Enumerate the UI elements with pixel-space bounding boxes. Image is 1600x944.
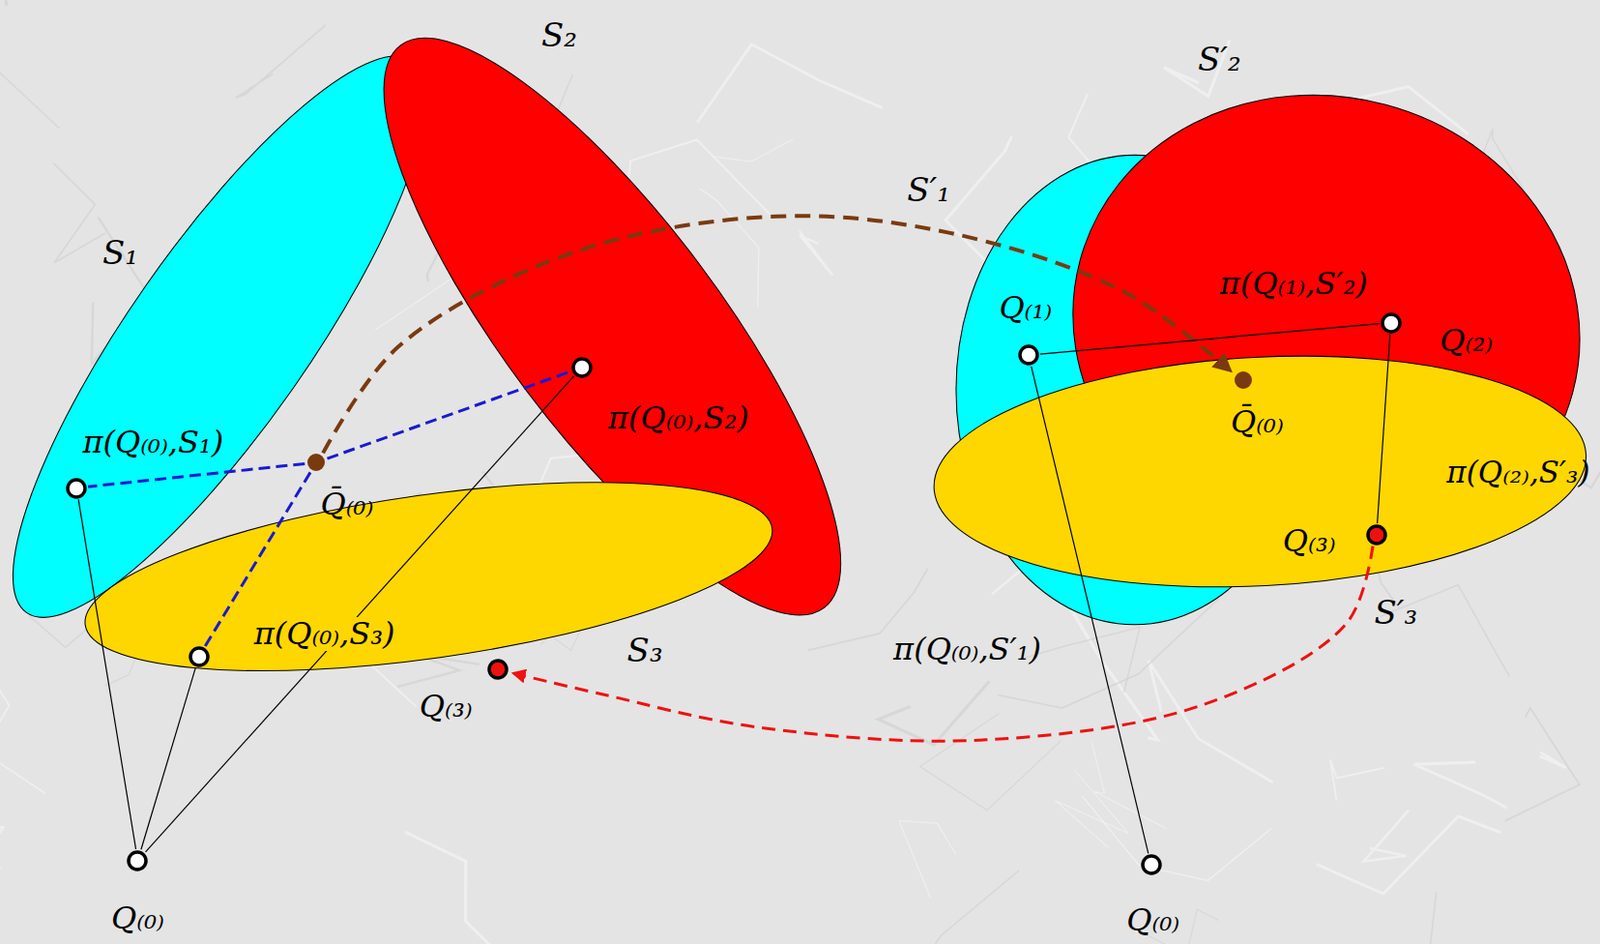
point-dot — [1234, 371, 1252, 389]
point-outline — [126, 849, 148, 872]
set-label: S′₁ — [904, 172, 953, 208]
mapping-arrow — [322, 215, 1230, 453]
point-dot — [1142, 855, 1161, 873]
point-marker: Q₍₂₎ — [1380, 312, 1402, 334]
point-label: Q̄₍₀₎ — [318, 487, 376, 522]
projection-line — [1040, 323, 1380, 355]
point-dot — [1382, 314, 1400, 332]
point-dot — [67, 479, 86, 497]
point-marker: Q₍₃₎ — [1366, 523, 1388, 546]
point-dot — [307, 453, 325, 471]
paper-crease — [0, 0, 7, 52]
paper-crease — [0, 821, 4, 870]
point-outline — [1366, 523, 1388, 546]
point-label: Q₍₃₎ — [1280, 523, 1339, 558]
point-dot — [1367, 525, 1386, 544]
paper-crease — [1316, 815, 1502, 894]
point-outline — [305, 451, 327, 473]
paper-crease — [799, 231, 833, 276]
point-label: π(Q₍₀₎,S₂) — [606, 401, 752, 436]
point-label: π(Q₍₀₎,S₃) — [252, 616, 398, 651]
set-label: π(Q₍₀₎,S′₁) — [891, 632, 1044, 667]
paper-crease — [1540, 751, 1567, 768]
point-marker: π(Q₍₀₎,S₃) — [188, 645, 210, 668]
paper-crease — [235, 25, 326, 98]
point-outline — [1140, 853, 1163, 875]
mapping-arrow — [514, 545, 1373, 741]
paper-crease — [1091, 742, 1167, 829]
paper-crease — [1505, 707, 1580, 821]
point-outline — [1232, 369, 1254, 391]
set-label: π(Q₍₂₎,S′₃) — [1444, 455, 1592, 489]
paper-crease — [899, 820, 957, 899]
paper-crease — [890, 870, 1020, 944]
point-marker: Q̄₍₀₎ — [305, 451, 327, 473]
paper-crease — [697, 44, 883, 123]
point-outline — [487, 658, 509, 680]
point-outline — [1018, 344, 1040, 366]
point-label: π(Q₍₀₎,S₁) — [80, 425, 226, 460]
paper-crease — [1148, 660, 1274, 783]
paper-crease — [0, 0, 60, 129]
point-marker: Q₍₀₎ — [1140, 853, 1163, 875]
point-dot — [190, 647, 208, 666]
paper-crease — [1082, 795, 1272, 880]
set-label: S′₃ — [1372, 594, 1421, 631]
paper-crease — [1363, 810, 1409, 862]
set-region — [73, 447, 784, 706]
point-marker: Q₍₁₎ — [1018, 344, 1040, 366]
point-dot — [1019, 346, 1038, 364]
point-marker: π(Q₍₀₎,S₁) — [65, 477, 88, 499]
paper-crease — [920, 713, 1062, 811]
set-label: π(Q₍₁₎,S′₂) — [1218, 266, 1370, 301]
point-outline — [188, 645, 210, 668]
paper-crease — [53, 163, 106, 263]
point-dot — [128, 851, 146, 870]
paper-crease — [1054, 770, 1129, 848]
set-label: S₂ — [539, 17, 580, 54]
point-outline — [1380, 312, 1402, 334]
point-label: Q₍₁₎ — [996, 290, 1054, 325]
point-dot — [573, 358, 591, 377]
paper-crease — [1429, 892, 1509, 944]
point-label: Q₍₀₎ — [109, 901, 167, 935]
projection-line — [1377, 334, 1391, 524]
point-outline — [65, 477, 88, 499]
point-marker: Q₍₀₎ — [126, 849, 148, 872]
point-outline — [571, 356, 593, 379]
paper-crease — [877, 680, 990, 745]
paper-crease — [714, 139, 793, 162]
set-label: S₁ — [100, 234, 141, 271]
point-label: Q₍₃₎ — [417, 689, 475, 724]
paper-crease — [1414, 761, 1508, 808]
set-label: S₃ — [625, 632, 666, 669]
projection-line — [87, 463, 305, 487]
projection-line — [141, 667, 196, 849]
point-dot — [489, 660, 507, 678]
point-label: Q₍₂₎ — [1437, 323, 1495, 358]
projection-line — [1031, 366, 1149, 853]
set-region — [928, 340, 1593, 603]
paper-crease — [0, 646, 46, 794]
set-label: S′₂ — [1195, 41, 1244, 78]
point-marker: π(Q₍₀₎,S₂) — [571, 356, 593, 379]
point-label: Q₍₀₎ — [1124, 902, 1182, 937]
point-label: Q̄₍₀₎ — [1228, 405, 1286, 439]
paper-crease — [1330, 758, 1385, 800]
point-marker: Q₍₃₎ — [487, 658, 509, 680]
point-marker: Q̄₍₀₎ — [1232, 369, 1254, 391]
projection-line — [78, 498, 136, 849]
paper-crease — [405, 831, 518, 944]
